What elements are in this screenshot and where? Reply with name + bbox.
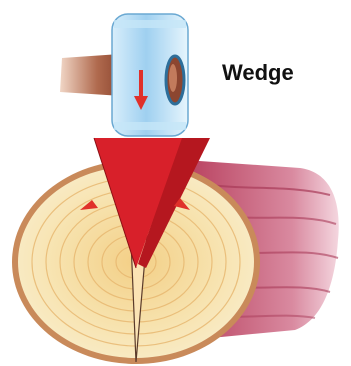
diagram-label: Wedge	[222, 60, 294, 86]
hammer-head	[112, 14, 188, 136]
